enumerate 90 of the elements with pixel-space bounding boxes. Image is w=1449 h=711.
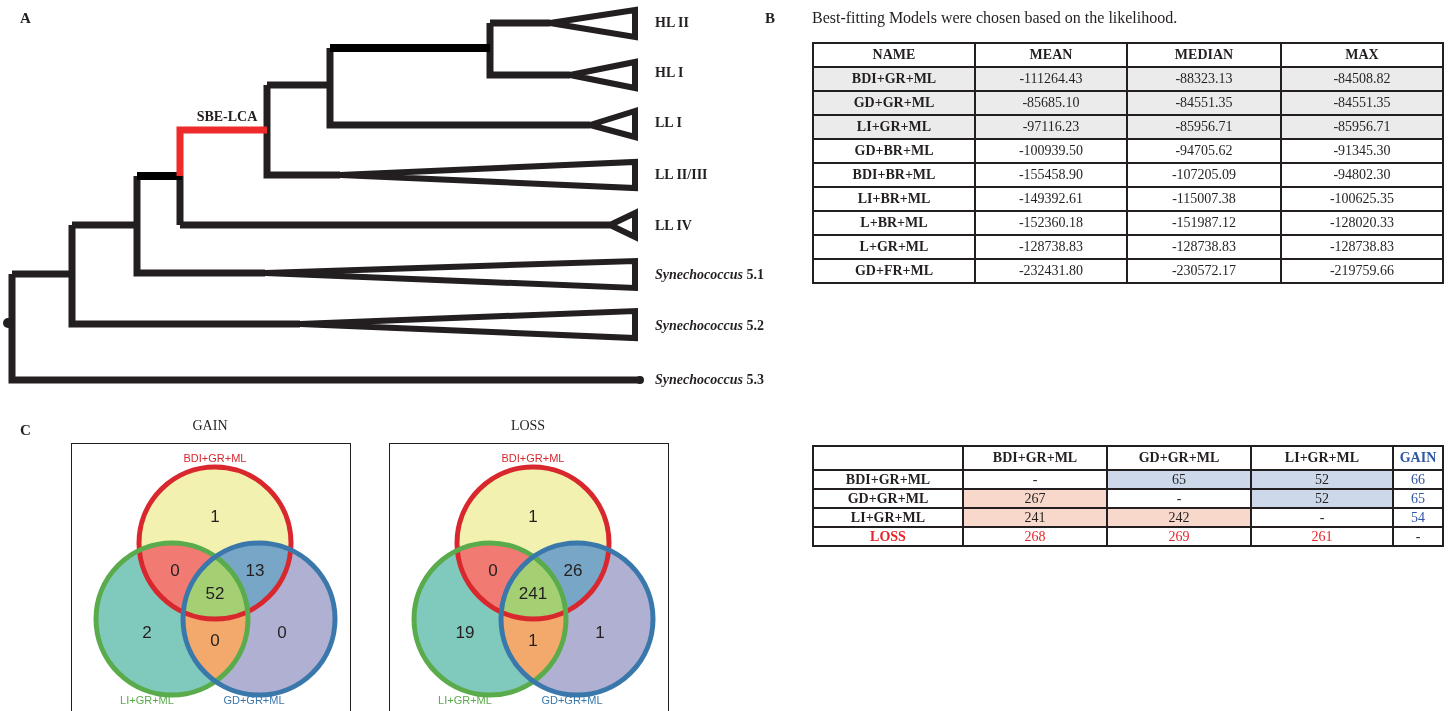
table-cell: 66 — [1393, 470, 1443, 489]
column-header: LI+GR+ML — [1251, 446, 1393, 470]
region-count: 0 — [488, 561, 498, 581]
table-cell: 65 — [1393, 489, 1443, 508]
table-cell: -100939.50 — [975, 139, 1127, 163]
table-cell: -151987.12 — [1127, 211, 1281, 235]
table-cell: -128738.83 — [1127, 235, 1281, 259]
table-cell: -149392.61 — [975, 187, 1127, 211]
row-header: BDI+BR+ML — [813, 163, 975, 187]
set-label: LI+GR+ML — [438, 693, 492, 707]
panel-letter: C — [20, 421, 31, 439]
table-cell: -85685.10 — [975, 91, 1127, 115]
region-count: 1 — [528, 507, 538, 527]
column-header: BDI+GR+ML — [963, 446, 1107, 470]
row-header: BDI+GR+ML — [813, 67, 975, 91]
column-header: NAME — [813, 43, 975, 67]
node-label: SBE-LCA — [196, 109, 258, 125]
table-cell: -84551.35 — [1127, 91, 1281, 115]
clade-label: Synechococcus 5.1 — [655, 267, 764, 283]
clade-label: Synechococcus 5.3 — [655, 372, 764, 388]
table-cell: -107205.09 — [1127, 163, 1281, 187]
set-label: GD+GR+ML — [541, 693, 603, 707]
table-cell: -232431.80 — [975, 259, 1127, 283]
set-label: LI+GR+ML — [120, 693, 174, 707]
table-cell: 54 — [1393, 508, 1443, 527]
region-count: 13 — [245, 561, 265, 581]
table-cell: -85956.71 — [1281, 115, 1443, 139]
row-header: L+GR+ML — [813, 235, 975, 259]
set-label: BDI+GR+ML — [501, 451, 565, 465]
set-label: BDI+GR+ML — [183, 451, 247, 465]
region-count: 0 — [277, 623, 287, 643]
table-cell: 268 — [963, 527, 1107, 546]
panel-letter: A — [20, 9, 31, 27]
table-cell: -88323.13 — [1127, 67, 1281, 91]
table-caption: Best-fitting Models were chosen based on the likelihood. — [812, 9, 1178, 27]
table-cell: 261 — [1251, 527, 1393, 546]
table-cell: -85956.71 — [1127, 115, 1281, 139]
region-count: 1 — [595, 623, 605, 643]
row-header: L+BR+ML — [813, 211, 975, 235]
row-header: LI+GR+ML — [813, 115, 975, 139]
venn-title: LOSS — [510, 418, 546, 434]
clade-label: HL I — [655, 65, 684, 81]
row-header: GD+GR+ML — [813, 489, 963, 508]
table-cell: -84508.82 — [1281, 67, 1443, 91]
panel-letter: B — [765, 9, 775, 27]
region-count: 1 — [528, 631, 538, 651]
row-header: LI+GR+ML — [813, 508, 963, 527]
table-cell: -84551.35 — [1281, 91, 1443, 115]
region-count: 0 — [210, 631, 220, 651]
row-header: GD+BR+ML — [813, 139, 975, 163]
table-cell: -128738.83 — [975, 235, 1127, 259]
row-header: BDI+GR+ML — [813, 470, 963, 489]
table-cell: -111264.43 — [975, 67, 1127, 91]
region-count: 19 — [455, 623, 475, 643]
clade-label: LL II/III — [655, 167, 708, 183]
table-cell: -152360.18 — [975, 211, 1127, 235]
row-header: LI+BR+ML — [813, 187, 975, 211]
column-header: GAIN — [1393, 446, 1443, 470]
table-cell: -94705.62 — [1127, 139, 1281, 163]
table-cell: -115007.38 — [1127, 187, 1281, 211]
region-count: 1 — [210, 507, 220, 527]
clade-label: HL II — [655, 15, 689, 31]
region-count: 0 — [170, 561, 180, 581]
table-cell: - — [1251, 508, 1393, 527]
column-header: MEDIAN — [1127, 43, 1281, 67]
region-count: 26 — [563, 561, 583, 581]
region-count: 241 — [518, 584, 548, 604]
region-count: 2 — [142, 623, 152, 643]
clade-label: LL I — [655, 115, 682, 131]
table-cell: -230572.17 — [1127, 259, 1281, 283]
table-cell: -97116.23 — [975, 115, 1127, 139]
venn-title: GAIN — [192, 418, 228, 434]
clade-label: Synechococcus 5.2 — [655, 318, 764, 334]
table-cell: -94802.30 — [1281, 163, 1443, 187]
table-cell: - — [1393, 527, 1443, 546]
table-cell: -155458.90 — [975, 163, 1127, 187]
column-header: GD+GR+ML — [1107, 446, 1251, 470]
table-cell: -128738.83 — [1281, 235, 1443, 259]
row-header: LOSS — [813, 527, 963, 546]
table-cell: 269 — [1107, 527, 1251, 546]
row-header: GD+FR+ML — [813, 259, 975, 283]
table-cell: -128020.33 — [1281, 211, 1443, 235]
table-cell: -91345.30 — [1281, 139, 1443, 163]
column-header: MEAN — [975, 43, 1127, 67]
table-cell: -100625.35 — [1281, 187, 1443, 211]
region-count: 52 — [205, 584, 225, 604]
table-cell: -219759.66 — [1281, 259, 1443, 283]
column-header: MAX — [1281, 43, 1443, 67]
clade-label: LL IV — [655, 218, 692, 234]
row-header: GD+GR+ML — [813, 91, 975, 115]
